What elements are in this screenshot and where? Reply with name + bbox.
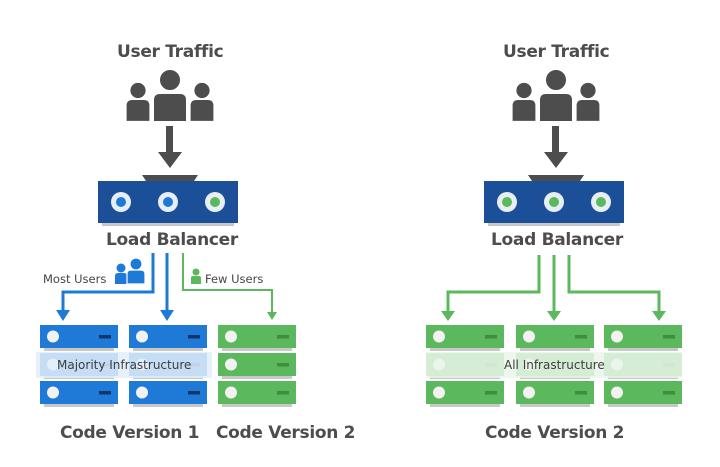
server-slot-icon [485, 335, 497, 339]
infrastructure-label-right: All Infrastructure [504, 358, 605, 372]
lb-indicator [591, 192, 611, 212]
routing-arrows-right [441, 255, 666, 321]
server-unit [218, 381, 296, 407]
server-slot-icon [277, 391, 289, 395]
most-users-icon [115, 257, 146, 285]
lb-indicator [111, 192, 131, 212]
load-balancer-label-left: Load Balancer [106, 230, 238, 250]
few-users-icon [191, 268, 201, 284]
load-balancer-right [484, 175, 624, 226]
server-slot-icon [277, 335, 289, 339]
server-led-icon [225, 330, 237, 343]
user-traffic-title-left: User Traffic [117, 42, 224, 62]
few-users-label: Few Users [205, 272, 264, 286]
server-slot-icon [188, 391, 200, 395]
traffic-arrow [158, 126, 182, 168]
server-led-icon [611, 386, 623, 399]
server-slot-icon [485, 391, 497, 395]
server-slot-icon [575, 335, 587, 339]
most-users-label: Most Users [43, 272, 107, 286]
server-slot-icon [99, 335, 111, 339]
code-version-label: Code Version 2 [485, 423, 625, 443]
server-led-icon [47, 386, 59, 399]
server-unit [218, 325, 296, 351]
lb-indicator [158, 192, 178, 212]
server-led-icon [136, 386, 148, 399]
server-slot-icon [663, 335, 675, 339]
lb-indicator [497, 192, 517, 212]
server-unit [604, 381, 682, 407]
server-led-icon [611, 330, 623, 343]
server-led-icon [523, 330, 535, 343]
infrastructure-band-right [426, 352, 682, 378]
server-led-icon [225, 358, 237, 371]
users-group-icon [512, 68, 600, 123]
traffic-arrow [544, 126, 568, 168]
server-unit [516, 381, 594, 407]
load-balancer-left [98, 175, 238, 226]
server-slot-icon [277, 363, 289, 367]
server-led-icon [523, 386, 535, 399]
server-slot-icon [575, 391, 587, 395]
infrastructure-label-left: Majority Infrastructure [57, 358, 192, 372]
server-unit [129, 325, 207, 351]
server-unit [426, 325, 504, 351]
code-version-label: Code Version 2 [216, 423, 356, 443]
server-stack [218, 325, 296, 407]
server-led-icon [47, 330, 59, 343]
lb-indicator [544, 192, 564, 212]
server-unit [516, 325, 594, 351]
server-unit [40, 381, 118, 407]
load-balancer-label-right: Load Balancer [491, 230, 623, 250]
users-group-icon [126, 68, 214, 123]
lb-indicator [205, 192, 225, 212]
code-version-label: Code Version 1 [60, 423, 200, 443]
server-slot-icon [99, 391, 111, 395]
server-led-icon [433, 330, 445, 343]
routing-arrows-left [56, 253, 277, 321]
server-slot-icon [663, 391, 675, 395]
server-led-icon [225, 386, 237, 399]
server-unit [218, 353, 296, 379]
server-unit [604, 325, 682, 351]
server-unit [426, 381, 504, 407]
infrastructure-band-left [36, 352, 212, 378]
server-unit [129, 381, 207, 407]
server-led-icon [136, 330, 148, 343]
user-traffic-title-right: User Traffic [503, 42, 610, 62]
server-led-icon [433, 386, 445, 399]
server-unit [40, 325, 118, 351]
server-slot-icon [188, 335, 200, 339]
